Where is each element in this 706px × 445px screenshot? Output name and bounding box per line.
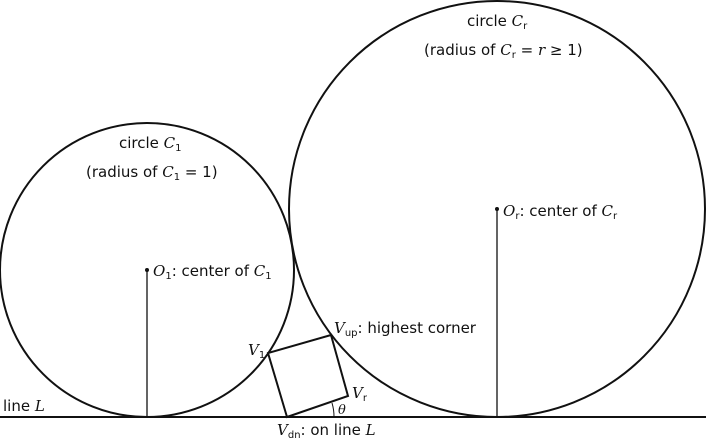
angle-theta-arc	[331, 402, 335, 418]
vertex-v1-label: V1	[248, 341, 265, 361]
circle-cr-title: circle Cr	[467, 12, 528, 32]
square-v	[266, 333, 350, 419]
circle-c1-title: circle C1	[119, 134, 182, 154]
line-l-label: line L	[3, 397, 45, 415]
center-o1-label: O1: center of C1	[153, 262, 272, 282]
vertex-vdn-label: Vdn: on line L	[277, 421, 376, 440]
vertex-vr-label: Vr	[352, 384, 368, 404]
circle-cr-radius-label: (radius of Cr = r ≥ 1)	[424, 41, 583, 61]
vertex-vup-label: Vup: highest corner	[334, 319, 477, 339]
angle-theta-label: θ	[338, 403, 346, 418]
center-point-o1	[145, 268, 149, 272]
circle-c1-radius-label: (radius of C1 = 1)	[86, 163, 218, 183]
center-point-or	[495, 207, 499, 211]
center-or-label: Or: center of Cr	[503, 202, 618, 222]
